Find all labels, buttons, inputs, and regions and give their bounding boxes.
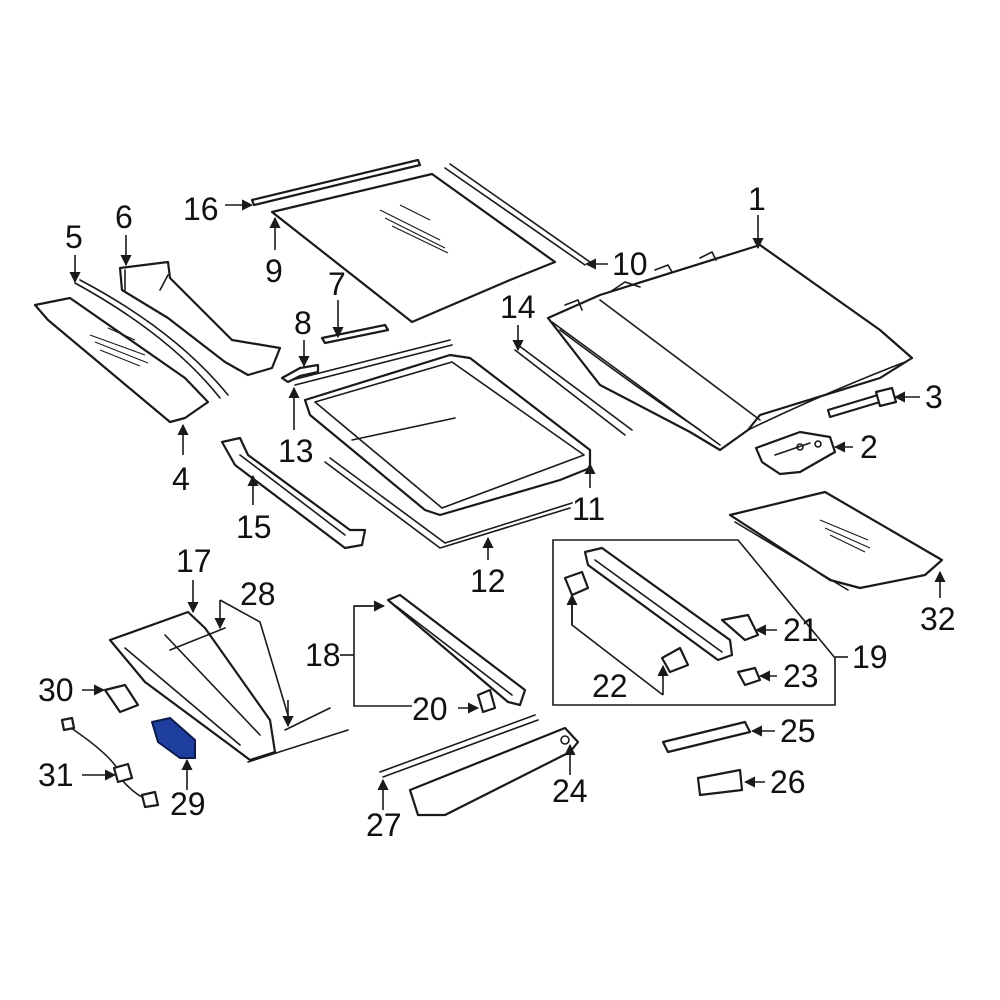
part-25-bracket <box>661 720 752 754</box>
part-7-guide-bar <box>320 323 390 345</box>
callout-10: 10 <box>612 246 648 282</box>
callout-6: 6 <box>115 199 133 235</box>
part-14-seal <box>514 344 633 436</box>
callout-7: 7 <box>328 266 346 302</box>
part-9-main-glass <box>270 172 557 324</box>
callout-12: 12 <box>470 563 506 599</box>
callout-26: 26 <box>770 764 806 800</box>
part-8-clip <box>280 363 320 384</box>
part-21-end-cap <box>720 613 760 642</box>
callout-8: 8 <box>294 305 312 341</box>
callout-5: 5 <box>65 219 83 255</box>
part-32-rear-glass <box>728 490 944 591</box>
part-6-wind-deflector <box>118 260 282 377</box>
part-26-bracket <box>696 768 744 797</box>
callout-25: 25 <box>780 713 816 749</box>
callout-16: 16 <box>183 191 219 227</box>
callout-4: 4 <box>172 461 190 497</box>
callout-14: 14 <box>500 289 536 325</box>
part-12-frame-seal <box>324 457 573 549</box>
callout-19: 19 <box>852 639 888 675</box>
part-19-guide-rail <box>583 546 734 662</box>
part-18-rail <box>386 593 527 707</box>
callout-9: 9 <box>265 253 283 289</box>
callout-13: 13 <box>278 433 314 469</box>
group-19-box <box>552 539 836 706</box>
part-15-rail <box>220 436 367 550</box>
callout-11: 11 <box>572 491 605 527</box>
leader-lines <box>69 199 946 810</box>
part-30-module <box>103 683 140 714</box>
callout-32: 32 <box>920 601 956 637</box>
part-10-side-strip <box>444 163 591 266</box>
callout-23: 23 <box>783 658 819 694</box>
callout-24: 24 <box>552 773 588 809</box>
part-31-wiring-harness <box>60 716 160 809</box>
part-2-bracket <box>754 430 837 476</box>
part-17-frame <box>108 610 277 762</box>
callout-29: 29 <box>170 786 206 822</box>
part-29-motor-highlighted <box>151 717 196 759</box>
callout-28: 28 <box>240 576 276 612</box>
callout-22: 22 <box>592 668 628 704</box>
callout-1: 1 <box>748 181 766 217</box>
part-5-seal-strip <box>74 279 229 399</box>
callout-18: 18 <box>305 637 341 673</box>
part-23-pin <box>736 666 762 687</box>
part-4-glass-panel <box>33 296 210 424</box>
callout-17: 17 <box>176 543 212 579</box>
part-20-clip <box>476 688 497 714</box>
part-3-drive-shaft <box>826 386 898 419</box>
callout-30: 30 <box>38 672 74 708</box>
part-16-front-strip <box>250 158 422 207</box>
part-13-rail-seal <box>291 339 453 386</box>
callout-27: 27 <box>366 807 402 843</box>
callout-3: 3 <box>925 379 943 415</box>
callout-20: 20 <box>412 691 448 727</box>
callout-2: 2 <box>860 429 878 465</box>
part-1-roof-panel <box>546 243 914 452</box>
callout-15: 15 <box>236 509 272 545</box>
part-27-seal <box>379 714 539 778</box>
callout-21: 21 <box>783 612 819 648</box>
part-11-frame-seal <box>303 353 592 517</box>
callout-labels: 1 2 3 4 5 6 7 8 9 10 11 12 13 14 15 16 1… <box>38 181 956 843</box>
callout-31: 31 <box>38 757 74 793</box>
